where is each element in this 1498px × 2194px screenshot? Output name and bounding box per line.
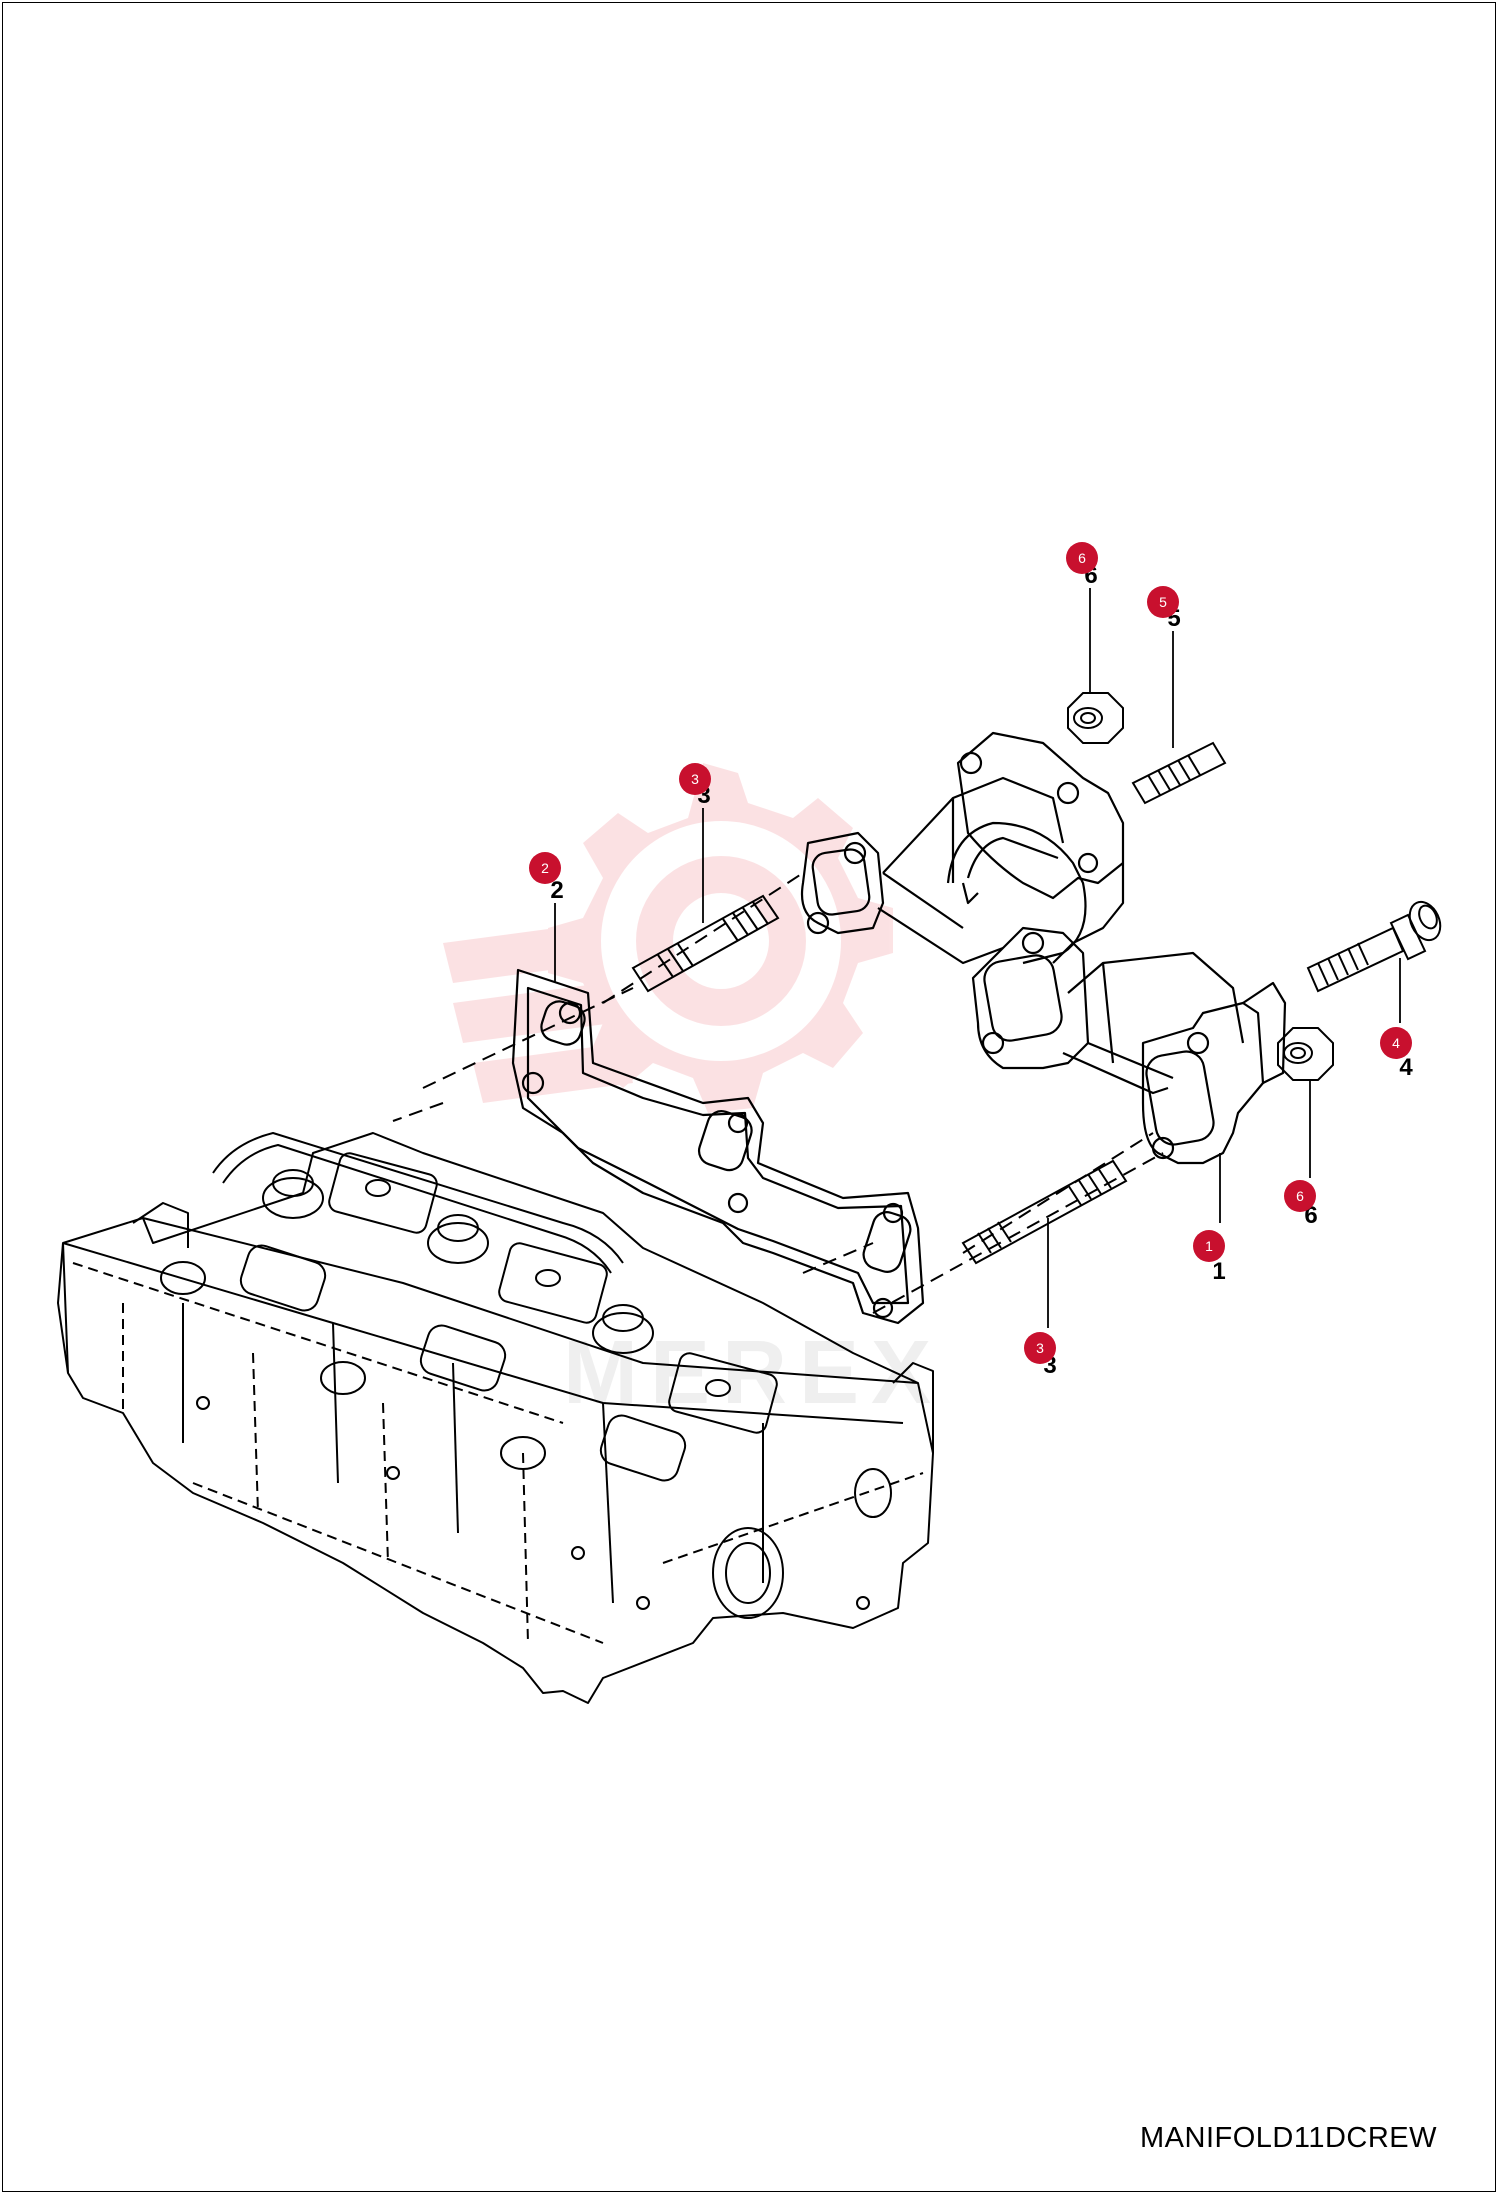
exhaust-manifold <box>800 731 1287 1165</box>
callout-number: 6 <box>1296 1188 1304 1204</box>
callout-item-5: 5 5 <box>1147 586 1181 632</box>
callout-item-6-upper: 6 6 <box>1066 542 1098 589</box>
cylinder-head <box>57 1132 934 1704</box>
callout-item-3-upper: 3 3 <box>679 763 711 809</box>
callout-shadow-label: 4 <box>1399 1054 1413 1081</box>
drawing-code: MANIFOLD11DCREW <box>1140 2122 1437 2154</box>
leader-lines <box>554 588 1401 1328</box>
callout-number: 1 <box>1205 1238 1213 1254</box>
flange-bolt <box>1306 900 1442 993</box>
flange-nut-upper <box>1067 692 1124 744</box>
exploded-parts-diagram: MEREX <box>57 542 1442 1704</box>
callout-item-4: 4 4 <box>1380 1027 1413 1081</box>
watermark-gear-logo <box>443 763 893 1113</box>
watermark-text: MEREX <box>563 1323 943 1423</box>
stud-short <box>1131 741 1227 805</box>
callout-item-2: 2 2 <box>529 852 564 904</box>
callout-shadow-label: 2 <box>550 877 563 904</box>
callout-number: 5 <box>1159 594 1167 610</box>
callout-shadow-label: 1 <box>1212 1258 1225 1285</box>
callout-number: 2 <box>541 860 549 876</box>
svg-text:MEREX: MEREX <box>563 1323 943 1423</box>
manifold-gasket <box>511 968 925 1325</box>
stud-upper <box>631 894 780 993</box>
callout-number: 6 <box>1078 550 1086 566</box>
flange-nut-lower <box>1277 1027 1334 1081</box>
callout-number: 4 <box>1392 1035 1400 1051</box>
callout-item-1: 1 1 <box>1193 1230 1226 1285</box>
callout-number: 3 <box>691 771 699 787</box>
callout-number: 3 <box>1036 1340 1044 1356</box>
stud-lower <box>961 1159 1128 1265</box>
callout-item-3-lower: 3 3 <box>1024 1332 1057 1379</box>
callout-item-6-lower: 6 6 <box>1284 1180 1318 1229</box>
